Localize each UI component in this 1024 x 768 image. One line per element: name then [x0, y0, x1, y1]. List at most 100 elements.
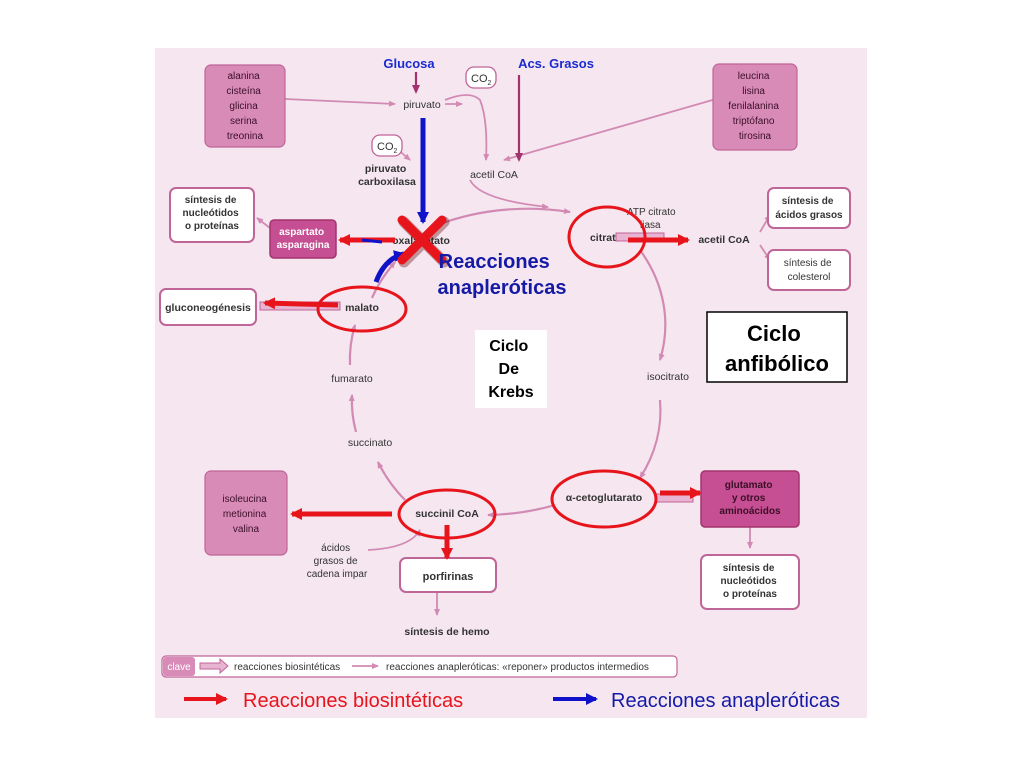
amino-name: valina	[233, 524, 260, 535]
amino-name: alanina	[227, 71, 260, 82]
amino-name: metionina	[223, 509, 267, 520]
cetoglutarato-label: α-cetoglutarato	[566, 492, 642, 504]
ellipse-citrato	[567, 205, 647, 269]
key-biosinteticas-label: reacciones biosintéticas	[234, 662, 340, 673]
amino-name: cisteína	[226, 86, 261, 97]
acetil-coa-label: acetil CoA	[470, 169, 518, 181]
svg-text:síntesis de nucleótidos: síntesis de nucleótidos o proteínas	[721, 563, 780, 600]
sintesis-acidos-grasos-box: síntesis de ácidos grasos	[767, 187, 851, 229]
amino-name: glicina	[229, 101, 258, 112]
legend: Reacciones biosintéticas Reacciones anap…	[184, 690, 840, 712]
anfibolico-line: anfibólico	[725, 351, 829, 376]
sintesis-nucleotidos-right-box: síntesis de nucleótidos o proteínas	[700, 554, 800, 610]
amino-box-bottom-left: isoleucina metionina valina	[204, 470, 288, 556]
key-anapleroticas-label: reacciones anapleróticas: «reponer» prod…	[386, 662, 649, 673]
krebs-center-label: Ciclo De Krebs	[475, 330, 547, 408]
sintesis-colesterol-box: síntesis de colesterol	[767, 249, 851, 291]
citrato-label: citrato	[590, 232, 622, 244]
svg-text:leucina lisina fen: leucina lisina fenilalanina triptófano t…	[728, 71, 781, 142]
co2-label: CO	[377, 141, 394, 153]
anapleroticas-line: Reacciones	[439, 251, 550, 273]
impar-line: grasos de	[314, 556, 358, 567]
fumarato-label: fumarato	[331, 373, 373, 385]
box-line: aspartato	[279, 227, 324, 238]
amino-box-right: leucina lisina fenilalanina triptófano t…	[712, 63, 798, 151]
piruvato-carboxilasa-label: piruvato carboxilasa	[358, 163, 416, 188]
sintesis-hemo-label: síntesis de hemo	[404, 626, 489, 638]
box-line: aminoácidos	[719, 506, 781, 517]
svg-text:Ciclo De Krebs: Ciclo De Krebs	[488, 338, 533, 401]
acetil-coa-out-label: acetil CoA	[698, 234, 750, 246]
legend-biosinteticas-label: Reacciones biosintéticas	[243, 690, 463, 712]
co2-subscript: 2	[394, 148, 398, 155]
ellipse-malato	[316, 285, 408, 333]
liasa-line: ATP citrato	[627, 207, 676, 218]
co2-bubble-carboxilasa: CO2	[371, 134, 403, 157]
box-line: nucleótidos	[183, 208, 240, 219]
amino-name: fenilalanina	[728, 101, 779, 112]
glutamato-box: glutamato y otros aminoácidos	[700, 470, 800, 528]
box-line: síntesis de	[185, 195, 237, 206]
carboxilasa-line: piruvato	[365, 163, 406, 175]
succinato-label: succinato	[348, 437, 393, 449]
box-line: síntesis de	[784, 258, 832, 269]
legend-anapleroticas-label: Reacciones anapleróticas	[611, 690, 840, 712]
amino-name: triptófano	[733, 116, 775, 127]
amino-name: tirosina	[739, 131, 772, 142]
svg-text:isoleucina metionina: isoleucina metionina valina	[222, 494, 269, 535]
box-line: y otros	[732, 493, 766, 504]
gluconeogenesis-box: gluconeogénesis	[159, 288, 257, 326]
gluconeogenesis-label: gluconeogénesis	[165, 302, 251, 314]
glucosa-label: Glucosa	[383, 56, 435, 71]
co2-subscript: 2	[488, 80, 492, 87]
co2-bubble-top: CO2	[465, 66, 497, 89]
box-line: colesterol	[788, 272, 831, 283]
porfirinas-box: porfirinas	[399, 557, 497, 593]
svg-text:síntesis de nucleótidos: síntesis de nucleótidos o proteínas	[183, 195, 242, 232]
porfirinas-label: porfirinas	[423, 571, 474, 583]
ciclo-anfibolico-box: Ciclo anfibólico	[706, 311, 848, 383]
box-line: nucleótidos	[721, 576, 778, 587]
reacciones-anapleroticas-label: Reacciones anapleróticas	[438, 251, 567, 299]
svg-text:CO2: CO2	[471, 73, 492, 87]
input-arrows	[412, 72, 523, 162]
svg-text:CO2: CO2	[377, 141, 398, 155]
svg-text:síntesis de ácidos graso: síntesis de ácidos grasos	[775, 196, 843, 221]
amino-name: lisina	[742, 86, 765, 97]
amino-name: serina	[230, 116, 258, 127]
box-line: o proteínas	[185, 221, 239, 232]
box-line: asparagina	[277, 240, 330, 251]
atp-citrato-liasa-label: ATP citrato liasa	[627, 207, 678, 231]
isocitrato-label: isocitrato	[647, 371, 689, 383]
impar-line: cadena impar	[307, 569, 368, 580]
key-bar: clave reacciones biosintéticas reaccione…	[161, 655, 678, 678]
box-line: glutamato	[725, 480, 773, 491]
aspartato-box: aspartato asparagina	[269, 219, 337, 259]
liasa-line: liasa	[640, 220, 661, 231]
carboxilasa-line: carboxilasa	[358, 176, 416, 188]
amino-name: treonina	[227, 131, 264, 142]
highlight-ellipses	[316, 205, 658, 540]
ellipse-cetoglutarato	[550, 469, 658, 529]
krebs-line: De	[499, 361, 520, 378]
malato-label: malato	[345, 302, 379, 314]
box-line: o proteínas	[723, 589, 777, 600]
acs-grasos-label: Acs. Grasos	[518, 56, 594, 71]
succinil-coa-label: succinil CoA	[415, 508, 479, 520]
amino-name: isoleucina	[222, 494, 267, 505]
box-line: ácidos grasos	[775, 210, 843, 221]
ellipse-succinil-coa	[397, 488, 497, 540]
svg-text:Ciclo anfibólico: Ciclo anfibólico	[725, 321, 829, 376]
amino-box-left: alanina cisteína glicina serina treonina	[204, 64, 286, 148]
acidos-grasos-impar-label: ácidos grasos de cadena impar	[307, 543, 368, 580]
piruvato-label: piruvato	[403, 99, 441, 111]
box-line: síntesis de	[723, 563, 775, 574]
krebs-line: Krebs	[488, 384, 533, 401]
krebs-line: Ciclo	[489, 338, 528, 355]
svg-text:glutamato y otros: glutamato y otros aminoácidos	[719, 480, 781, 517]
impar-line: ácidos	[321, 543, 350, 554]
box-line: síntesis de	[782, 196, 834, 207]
sintesis-nucleotidos-left-box: síntesis de nucleótidos o proteínas	[169, 187, 255, 243]
anfibolico-line: Ciclo	[747, 321, 801, 346]
